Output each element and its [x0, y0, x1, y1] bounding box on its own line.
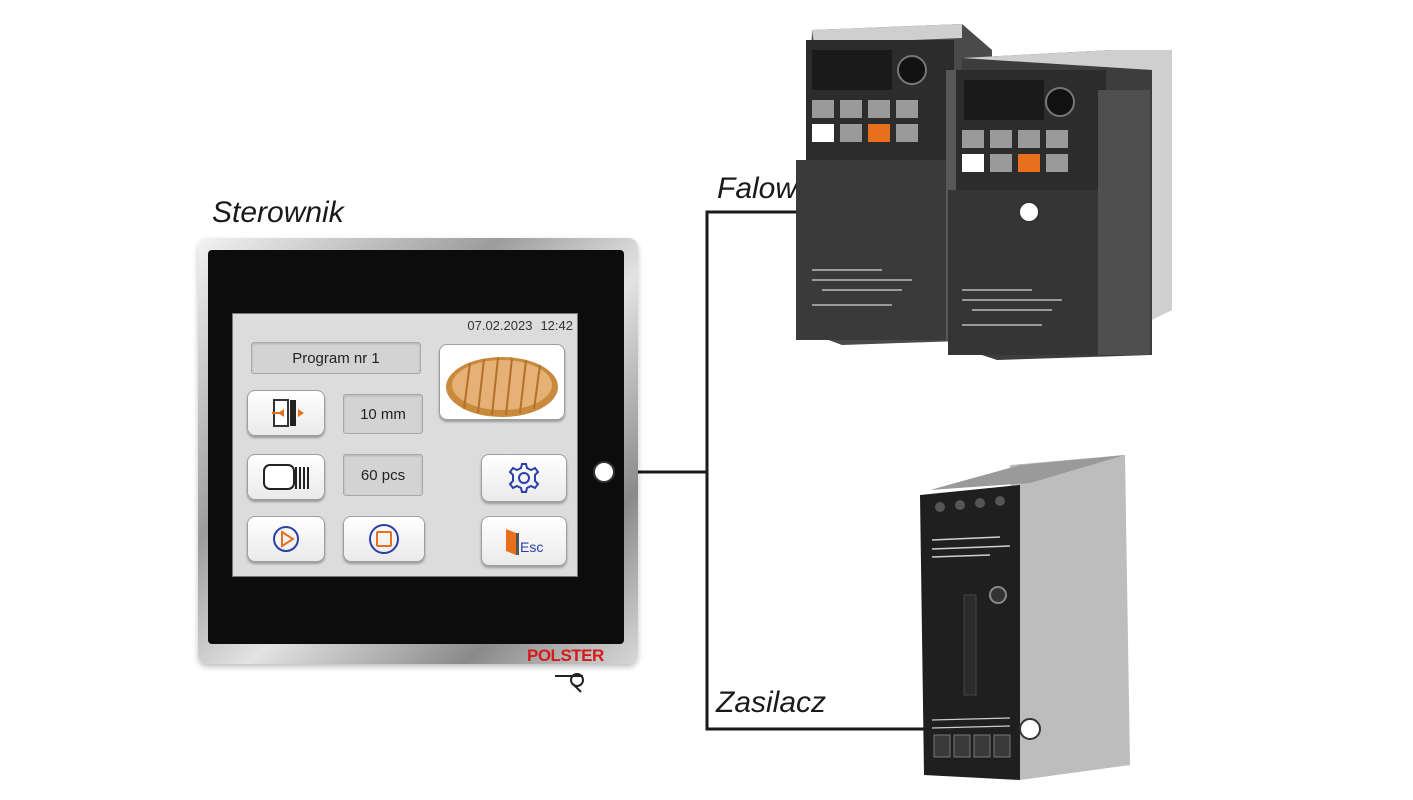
hmi-screen: 07.02.2023 12:42 Program nr 1	[232, 313, 578, 577]
controller-connector-point	[593, 461, 615, 483]
settings-gear-icon	[508, 463, 540, 493]
inverters-image	[796, 24, 1172, 360]
logo-text: POLSTER	[527, 646, 604, 665]
inverter-left	[796, 24, 992, 345]
power-supply-label: Zasilacz	[716, 686, 827, 719]
slice-count-icon	[263, 464, 309, 490]
esc-button[interactable]: Esc	[481, 516, 567, 566]
program-field[interactable]: Program nr 1	[251, 342, 421, 374]
play-icon	[273, 526, 299, 552]
svg-text:Esc: Esc	[520, 539, 543, 555]
time-text: 12:42	[540, 318, 573, 333]
slice-thickness-icon	[272, 399, 304, 427]
bread-icon	[446, 357, 558, 417]
controller-label: Sterownik	[212, 196, 344, 229]
count-field[interactable]: 60 pcs	[343, 454, 423, 496]
slice-thickness-button[interactable]	[247, 390, 325, 436]
slice-count-button[interactable]	[247, 454, 325, 500]
settings-button[interactable]	[481, 454, 567, 502]
polster-logo: POLSTER	[527, 646, 607, 699]
controller-panel: 07.02.2023 12:42 Program nr 1	[198, 238, 638, 664]
bread-image	[439, 344, 565, 420]
esc-exit-icon: Esc	[506, 529, 543, 555]
logo-mark-icon	[555, 673, 584, 693]
inverters-connector-point	[1018, 201, 1040, 223]
stop-button[interactable]	[343, 516, 425, 562]
power-supply-connector-point	[1019, 718, 1041, 740]
start-button[interactable]	[247, 516, 325, 562]
stop-icon	[369, 524, 399, 554]
thickness-field[interactable]: 10 mm	[343, 394, 423, 434]
datetime-display: 07.02.2023 12:42	[467, 318, 573, 333]
power-supply-image	[920, 455, 1130, 780]
inverter-right	[948, 50, 1172, 360]
date-text: 07.02.2023	[467, 318, 533, 333]
